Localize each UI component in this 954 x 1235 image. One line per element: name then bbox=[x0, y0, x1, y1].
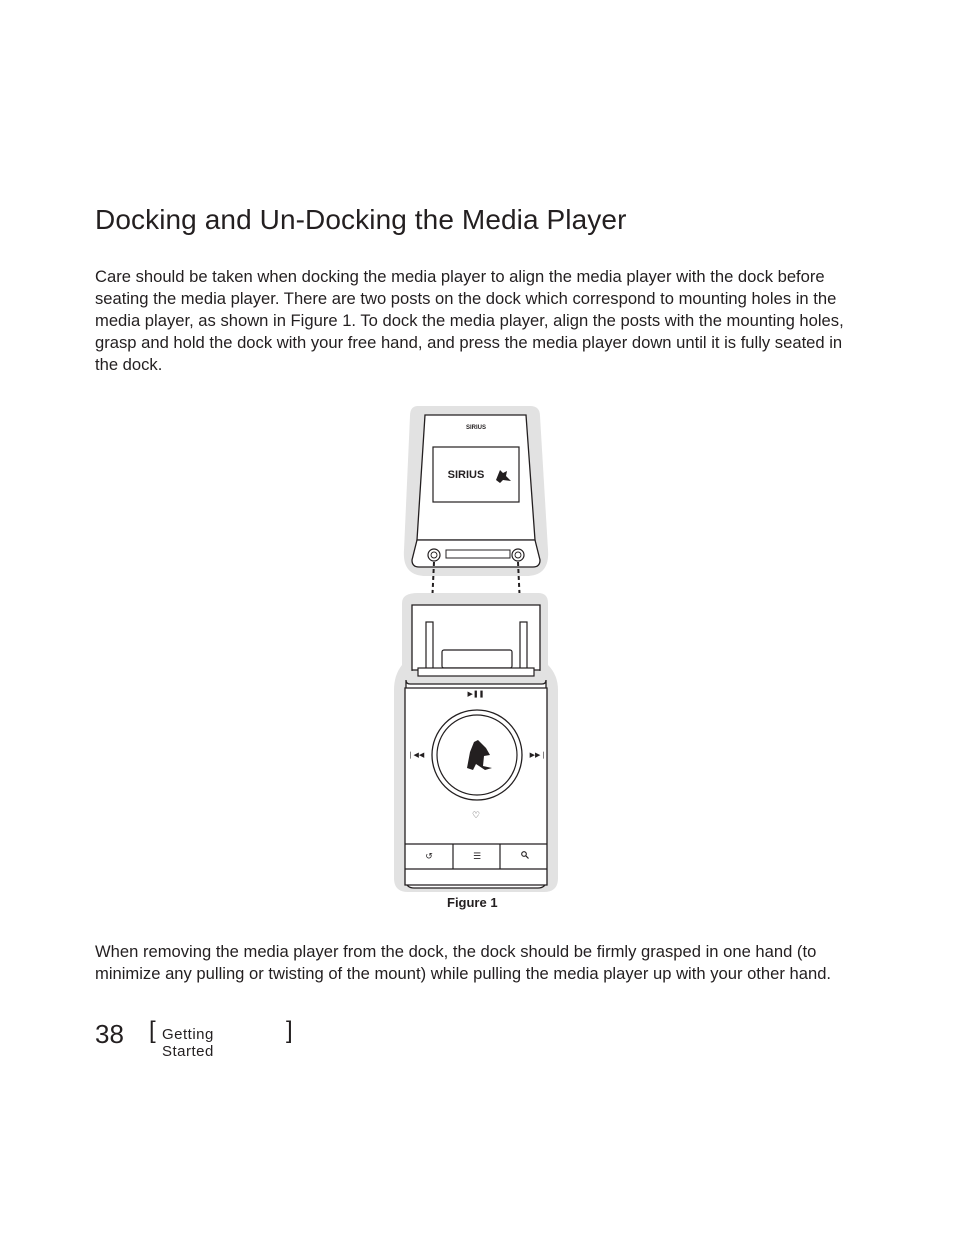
play-pause-icon: ▶❚❚ bbox=[467, 690, 484, 698]
previous-icon: ❘◀◀ bbox=[408, 751, 425, 759]
next-icon: ▶▶❘ bbox=[530, 751, 547, 759]
dog-logo-icon bbox=[467, 740, 492, 770]
footer-bracket-open: [ bbox=[149, 1017, 156, 1044]
mounting-hole-right bbox=[511, 548, 525, 562]
docking-paragraph: Care should be taken when docking the me… bbox=[95, 267, 844, 374]
sirius-logo-small: SIRIUS bbox=[466, 425, 486, 431]
dock-connector-slot bbox=[445, 549, 511, 559]
media-player-drawing: SIRIUS SIRIUS bbox=[411, 414, 541, 568]
undocking-paragraph: When removing the media player from the … bbox=[95, 942, 832, 983]
sirius-dog-logo-icon bbox=[496, 470, 511, 483]
section-title: Getting Started bbox=[162, 1026, 214, 1060]
sirius-logo-large: SIRIUS bbox=[448, 469, 485, 481]
dock-connector bbox=[441, 649, 513, 669]
page-number: 38 bbox=[95, 1019, 124, 1049]
mounting-hole-left bbox=[427, 548, 441, 562]
dock-drawing: ▶❚❚ ❘◀◀ ▶▶❘ ♡ ↺ ☰ bbox=[404, 604, 548, 889]
figure-caption: Figure 1 bbox=[447, 895, 498, 910]
search-icon bbox=[521, 851, 529, 859]
page-title: Docking and Un-Docking the Media Player bbox=[95, 204, 627, 235]
footer-bracket-close: ] bbox=[286, 1017, 293, 1044]
heart-icon: ♡ bbox=[472, 811, 480, 821]
dock-post-right bbox=[519, 621, 528, 671]
alignment-line-right bbox=[517, 561, 522, 627]
back-icon: ↺ bbox=[425, 852, 433, 862]
figure-1-illustration: SIRIUS SIRIUS ▶❚❚ ❘◀◀ bbox=[390, 400, 566, 900]
menu-icon: ☰ bbox=[473, 852, 481, 862]
dock-post-left bbox=[425, 621, 434, 671]
alignment-line-left bbox=[430, 561, 435, 627]
